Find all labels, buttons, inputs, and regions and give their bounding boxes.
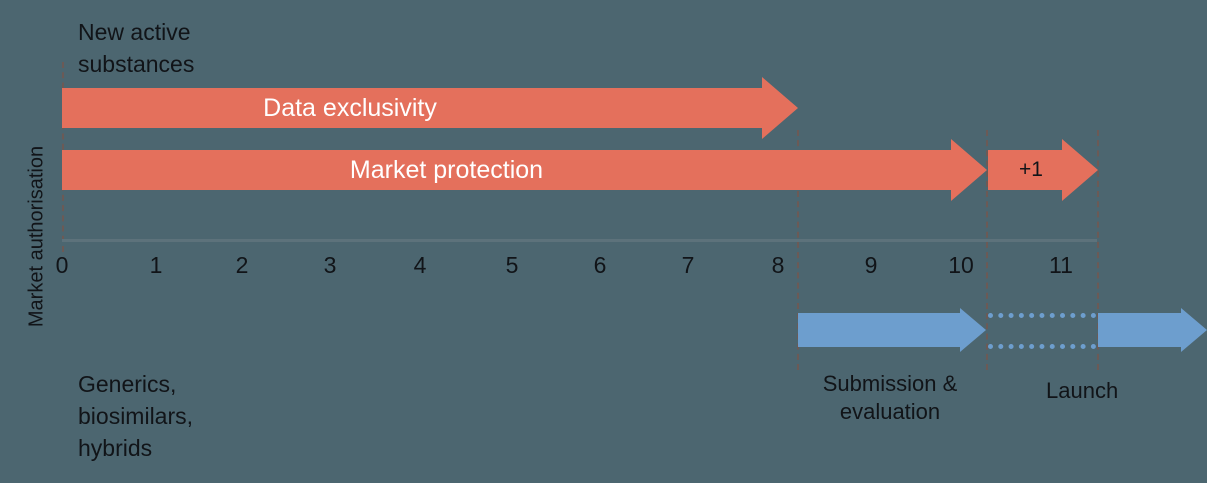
- axis-tick-7: 7: [681, 252, 695, 278]
- axis-tick-10: 10: [948, 252, 974, 278]
- bar-extension-body: [988, 150, 1062, 190]
- axis-tick-6: 6: [593, 252, 607, 278]
- axis-tick-3: 3: [323, 252, 337, 278]
- bar-data-exclusivity-body: [62, 88, 762, 128]
- bar-waiting-gap: [988, 313, 1096, 349]
- bar-submission-evaluation: [798, 308, 986, 352]
- bar-launch-arrowhead: [1181, 308, 1207, 352]
- generics-label-line3: hybrids: [78, 435, 153, 461]
- submission-evaluation-label-line2: evaluation: [839, 399, 941, 424]
- axis-tick-4: 4: [413, 252, 427, 278]
- generics-label-line2: biosimilars,: [78, 403, 194, 429]
- x-axis-line: [62, 239, 1097, 242]
- axis-tick-9: 9: [864, 252, 878, 278]
- bar-launch-body: [1098, 313, 1181, 347]
- bar-market-protection-extension: +1: [988, 139, 1098, 201]
- axis-tick-8: 8: [771, 252, 785, 278]
- new-active-substances-label-line1: New active: [78, 19, 191, 45]
- axis-tick-1: 1: [149, 252, 163, 278]
- axis-tick-5: 5: [505, 252, 519, 278]
- guide-line-year-11: [1097, 130, 1099, 370]
- bar-market-protection-arrowhead: [951, 139, 987, 201]
- y-axis-label: Market authorisation: [25, 145, 48, 328]
- new-active-substances-label-line2: substances: [78, 51, 195, 77]
- submission-evaluation-label-line1: Submission &: [822, 371, 958, 396]
- generics-label-line1: Generics,: [78, 371, 177, 397]
- axis-tick-11: 11: [1049, 252, 1073, 278]
- guide-line-year-10: [986, 130, 988, 370]
- launch-label: Launch: [1046, 378, 1119, 403]
- bar-submission-evaluation-body: [798, 313, 960, 347]
- guide-line-year-8: [797, 130, 799, 370]
- bar-launch: [1098, 308, 1207, 352]
- axis-tick-2: 2: [235, 252, 249, 278]
- bar-extension-arrowhead: [1062, 139, 1098, 201]
- bar-data-exclusivity: Data exclusivity: [62, 77, 798, 139]
- bar-market-protection-body: [62, 150, 951, 190]
- bar-data-exclusivity-arrowhead: [762, 77, 798, 139]
- bar-market-protection: Market protection: [62, 139, 987, 201]
- bar-submission-evaluation-arrowhead: [960, 308, 986, 352]
- axis-tick-0: 0: [55, 252, 69, 278]
